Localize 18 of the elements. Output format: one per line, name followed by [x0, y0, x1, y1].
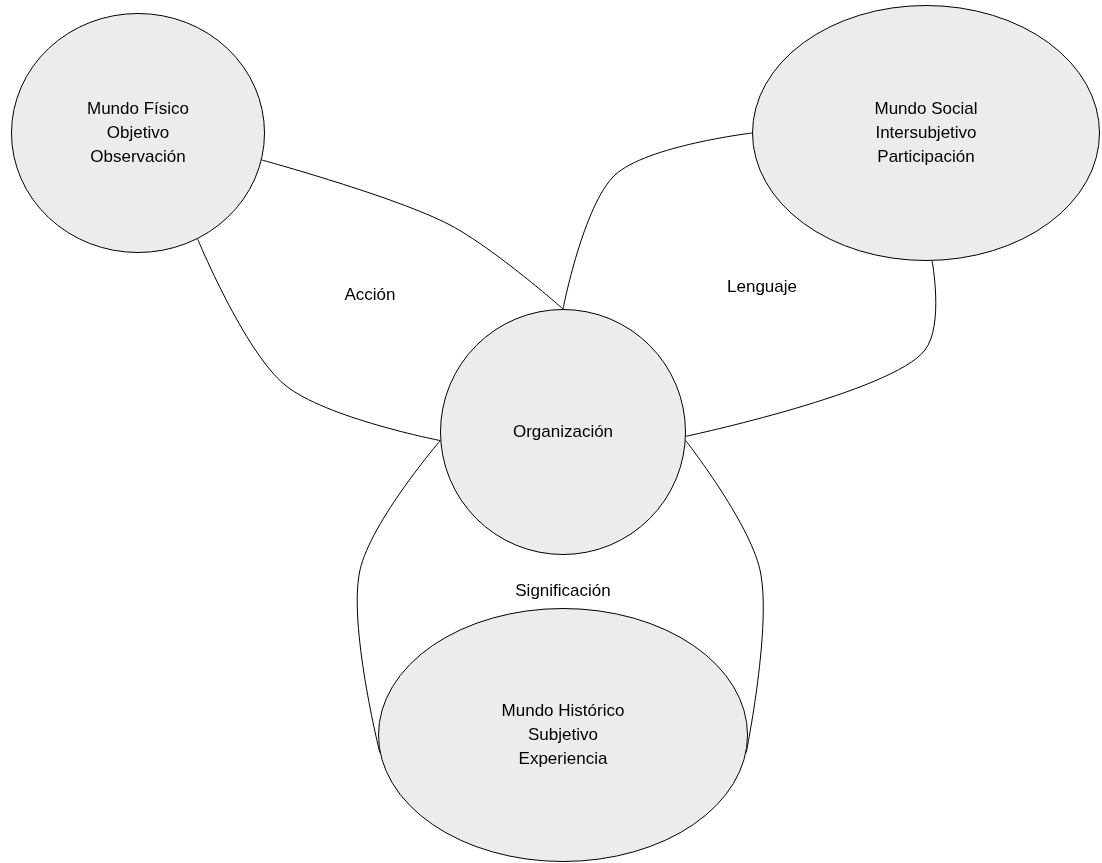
node-text: Mundo Social [874, 98, 978, 120]
region-label: Acción [344, 285, 396, 305]
connector-line [685, 260, 937, 437]
node-text: Intersubjetivo [875, 122, 977, 144]
region-label: Lenguaje [727, 277, 797, 297]
node-text: Mundo Físico [86, 98, 189, 120]
node-text: Participación [877, 146, 975, 168]
connector-line [197, 238, 441, 442]
node-text: Subjetivo [528, 724, 598, 746]
connector-line [685, 440, 764, 754]
node-text: Observación [90, 146, 186, 168]
node-text: Organización [512, 421, 614, 443]
node-text: Objetivo [106, 122, 170, 144]
connector-line [261, 159, 564, 310]
connector-line [562, 132, 753, 310]
node-text: Experiencia [518, 748, 608, 770]
node-text: Mundo Histórico [501, 700, 625, 722]
region-label: Significación [515, 581, 611, 601]
